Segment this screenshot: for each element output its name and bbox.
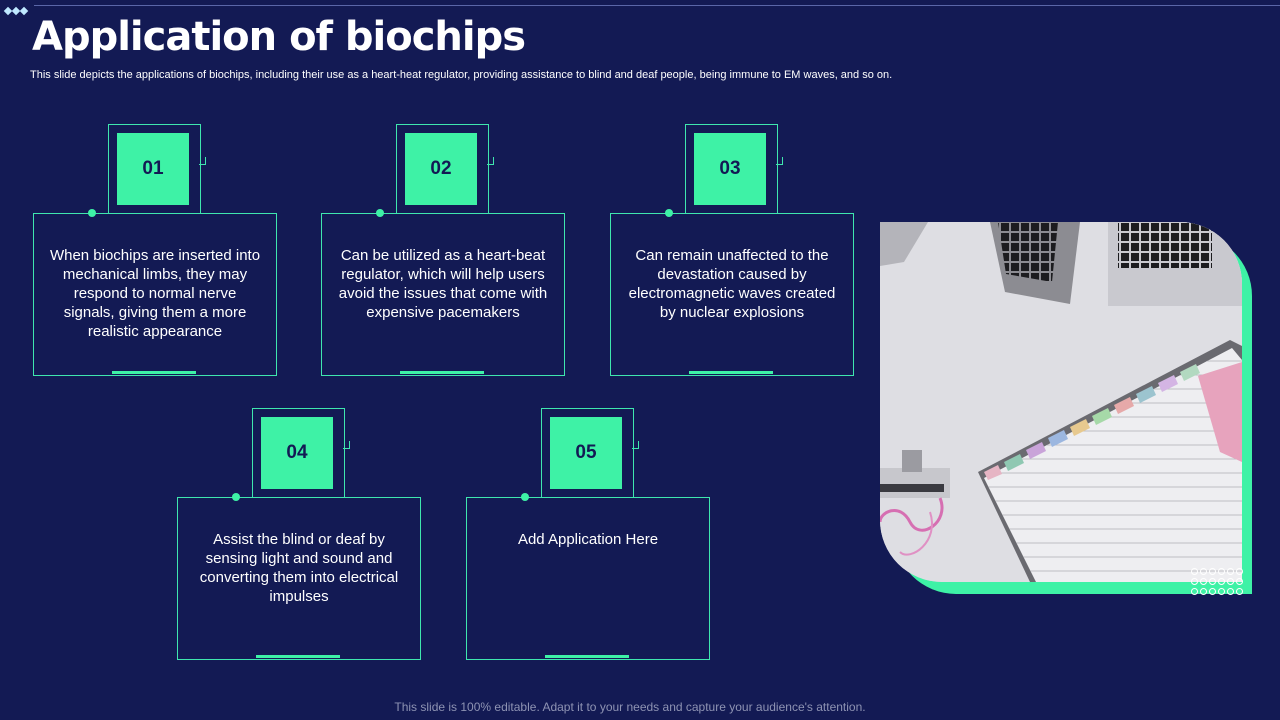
number-outline [108, 124, 201, 214]
bottom-accent-bar [112, 371, 196, 374]
bottom-accent-bar [256, 655, 340, 658]
number-outline [252, 408, 345, 498]
application-card-1: 01 When biochips are inserted into mecha… [33, 124, 277, 376]
number-badge: 02 [405, 133, 477, 205]
slide-subtitle: This slide depicts the applications of b… [30, 69, 893, 81]
frame-dot [665, 209, 673, 217]
card-text: Assist the blind or deaf by sensing ligh… [199, 531, 399, 605]
desk-photo [880, 222, 1254, 594]
card-text: Can remain unaffected to the devastation… [628, 247, 836, 321]
card-frame [177, 497, 421, 660]
number-outline [396, 124, 489, 214]
number-outline [685, 124, 778, 214]
top-decoration [3, 1, 29, 19]
application-card-3: 03 Can remain unaffected to the devastat… [610, 124, 854, 376]
bottom-accent-bar [689, 371, 773, 374]
desk-illustration [880, 222, 1242, 582]
bottom-accent-bar [400, 371, 484, 374]
frame-dot [88, 209, 96, 217]
frame-dot [232, 493, 240, 501]
slide-title: Application of biochips [32, 14, 526, 60]
number-badge: 03 [694, 133, 766, 205]
card-text: When biochips are inserted into mechanic… [49, 247, 261, 340]
corner-tick [487, 157, 494, 165]
corner-tick [776, 157, 783, 165]
card-frame [33, 213, 277, 376]
desk-image [880, 222, 1242, 582]
dot-pattern-decoration [1191, 568, 1245, 595]
number-badge: 05 [550, 417, 622, 489]
frame-dot [521, 493, 529, 501]
corner-tick [199, 157, 206, 165]
bottom-accent-bar [545, 655, 629, 658]
card-text: Add Application Here [517, 531, 659, 548]
number-badge: 01 [117, 133, 189, 205]
frame-dot [376, 209, 384, 217]
top-divider [34, 5, 1280, 6]
corner-tick [343, 441, 350, 449]
card-text: Can be utilized as a heart-beat regulato… [338, 247, 548, 321]
application-card-2: 02 Can be utilized as a heart-beat regul… [321, 124, 565, 376]
footer-note: This slide is 100% editable. Adapt it to… [394, 700, 866, 714]
application-card-4: 04 Assist the blind or deaf by sensing l… [177, 408, 421, 660]
number-outline [541, 408, 634, 498]
card-frame [610, 213, 854, 376]
corner-tick [632, 441, 639, 449]
number-badge: 04 [261, 417, 333, 489]
card-frame [466, 497, 710, 660]
application-card-5: 05 Add Application Here [466, 408, 710, 660]
card-frame [321, 213, 565, 376]
